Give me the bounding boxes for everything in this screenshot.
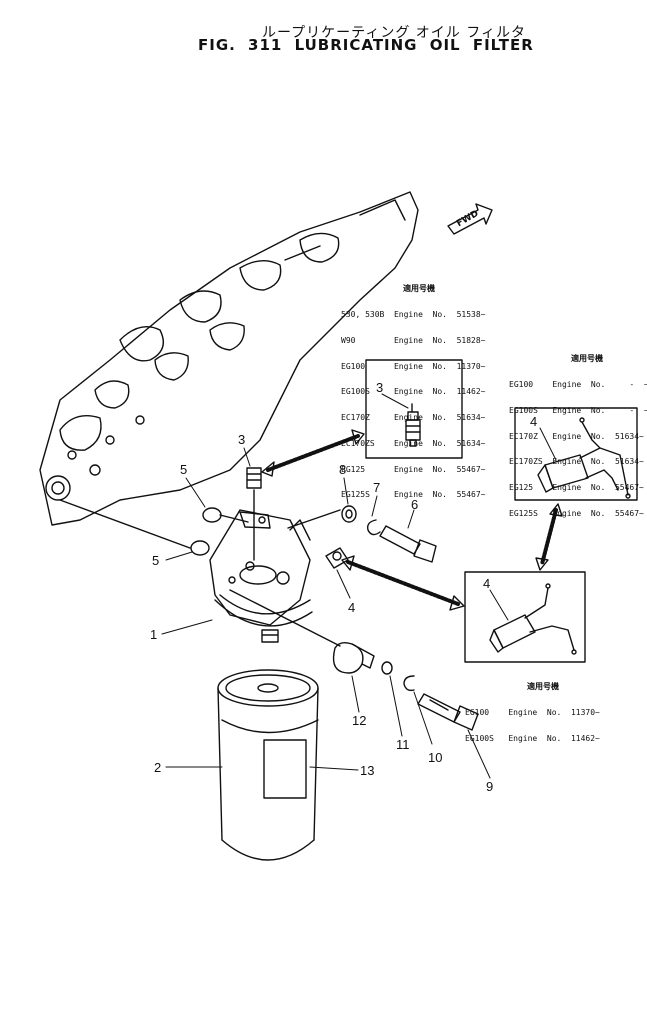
bolt-9 xyxy=(417,693,479,731)
spec-table-header: 適用号機 xyxy=(403,284,435,294)
callout-4-main: 4 xyxy=(348,600,356,615)
snap-ring-10 xyxy=(403,675,415,692)
bolt-6 xyxy=(379,525,437,563)
snap-ring-7 xyxy=(366,519,381,536)
spec-row: EG100 Engine No. - ~ xyxy=(509,379,647,389)
spec-row: 530, 530B Engine No. 51538~ xyxy=(341,309,486,319)
spec-table-lower: 適用号機 EG100 Engine No. 11370~ EG100S Engi… xyxy=(465,666,600,761)
callout-5-upper: 5 xyxy=(180,462,188,477)
washer-11 xyxy=(381,661,393,675)
spec-row: EG100 Engine No. 11370~ xyxy=(341,361,486,371)
callout-7: 7 xyxy=(373,480,381,495)
sender-4-upper xyxy=(537,417,631,499)
spec-row: EC170Z Engine No. 51634~ xyxy=(341,413,486,423)
fitting-4-main xyxy=(325,547,349,569)
fitting-3-main xyxy=(246,467,262,561)
spec-row: EC170ZS Engine No. 51634~ xyxy=(509,457,644,467)
callout-5-lower: 5 xyxy=(152,553,160,568)
fwd-arrow xyxy=(447,203,493,235)
spec-row: EG125S Engine No. 55467~ xyxy=(341,490,486,500)
spec-row: EG125 Engine No. 55467~ xyxy=(509,483,644,493)
washer-8 xyxy=(341,505,357,523)
callout-2: 2 xyxy=(154,760,162,775)
callout-3-main: 3 xyxy=(238,432,246,447)
spec-row: EC170ZS Engine No. 51634~ xyxy=(341,438,486,448)
spec-row: W90 Engine No. 51828~ xyxy=(341,335,486,345)
callout-12: 12 xyxy=(352,713,367,728)
indicator-arrows xyxy=(261,429,563,611)
spec-table-header: 適用号機 xyxy=(571,354,603,364)
engine-block-outline xyxy=(39,191,419,526)
callout-9: 9 xyxy=(486,779,494,794)
callout-11: 11 xyxy=(396,737,410,752)
spec-row: EG100 Engine No. 11370~ xyxy=(465,707,600,717)
clip-12 xyxy=(332,641,375,674)
filter-cartridge-2 xyxy=(217,669,319,861)
spec-row: EG100S Engine No. - ~ xyxy=(509,405,647,415)
inset-box-sender-lower xyxy=(464,571,586,663)
filter-head-1 xyxy=(209,509,313,643)
spec-row: EC170Z Engine No. 51634~ xyxy=(509,431,644,441)
figure-title-japanese: ループリケーティング オイル フィルタ xyxy=(262,25,526,41)
callout-13: 13 xyxy=(360,763,375,778)
callout-1: 1 xyxy=(150,627,158,642)
callout-4-upper-inset: 4 xyxy=(530,414,538,429)
spec-row: EG125S Engine No. 55467~ xyxy=(509,508,644,518)
fitting-3-inset xyxy=(405,403,421,447)
spec-row: EG100S Engine No. 11462~ xyxy=(341,387,486,397)
label-13 xyxy=(263,739,307,799)
figure-title-english: FIG. 311 LUBRICATING OIL FILTER xyxy=(198,36,534,54)
sender-4-lower xyxy=(489,583,577,655)
leader-lines xyxy=(161,393,557,779)
callout-3-inset: 3 xyxy=(376,380,384,395)
spec-table-upper: 適用号機 530, 530B Engine No. 51538~ W90 Eng… xyxy=(341,268,486,517)
spec-row: EG100S Engine No. 11462~ xyxy=(465,733,600,743)
callout-8: 8 xyxy=(339,462,347,477)
callout-6: 6 xyxy=(411,497,419,512)
inset-box-sender-upper xyxy=(514,407,638,501)
callout-4-lower-inset: 4 xyxy=(483,576,491,591)
spec-row: EG125 Engine No. 55467~ xyxy=(341,464,486,474)
callout-10: 10 xyxy=(428,750,443,765)
inset-box-fitting xyxy=(365,359,463,459)
spec-table-header: 適用号機 xyxy=(527,682,559,692)
o-ring-5-upper xyxy=(202,507,222,523)
spec-table-right: 適用号機 EG100 Engine No. - ~ EG100S Engine … xyxy=(509,338,647,536)
o-ring-5-lower xyxy=(190,540,210,556)
